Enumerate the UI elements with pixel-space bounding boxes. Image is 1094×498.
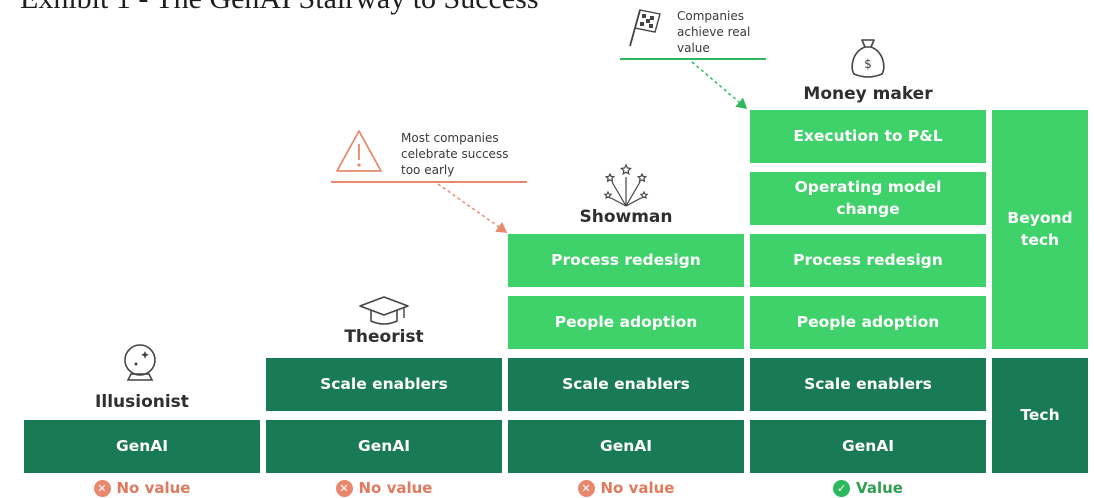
block-process-redesign: Process redesign (508, 234, 744, 287)
x-icon: ✕ (93, 479, 111, 497)
stage-label-theorist: Theorist (344, 327, 424, 347)
money-bag-icon: $ (846, 34, 890, 86)
warning-triangle-icon (334, 128, 384, 178)
block-people-adoption: People adoption (508, 296, 744, 349)
x-icon: ✕ (577, 479, 595, 497)
block-genai: GenAI (24, 420, 260, 473)
block-operating-model-change: Operating model change (750, 172, 986, 225)
block-process-redesign: Process redesign (750, 234, 986, 287)
fireworks-icon (600, 162, 652, 212)
block-genai: GenAI (750, 420, 986, 473)
block-genai: GenAI (266, 420, 502, 473)
warning-arrow (437, 183, 508, 233)
checkered-flag-icon (622, 6, 666, 54)
block-scale-enablers: Scale enablers (750, 358, 986, 411)
block-scale-enablers: Scale enablers (508, 358, 744, 411)
exhibit-title: Exhibit 1 - The GenAI Stairway to Succes… (20, 0, 539, 16)
crystal-ball-icon (118, 340, 162, 392)
goal-callout-rule (620, 58, 766, 60)
stage-label-illusionist: Illusionist (95, 392, 189, 412)
status-money-maker: ✓ Value (750, 478, 986, 498)
block-genai: GenAI (508, 420, 744, 473)
status-label: No value (116, 479, 191, 497)
status-label: No value (358, 479, 433, 497)
check-icon: ✓ (833, 479, 851, 497)
warning-callout-text: Most companies celebrate success too ear… (401, 131, 509, 178)
side-label-beyond-tech: Beyond tech (992, 110, 1088, 349)
stage-label-money-maker: Money maker (803, 84, 933, 104)
warning-callout-rule (331, 181, 527, 183)
graduation-cap-icon (358, 294, 410, 332)
status-label: Value (856, 479, 903, 497)
goal-callout-text: Companies achieve real value (677, 9, 751, 56)
status-illusionist: ✕ No value (24, 478, 260, 498)
status-label: No value (600, 479, 675, 497)
block-people-adoption: People adoption (750, 296, 986, 349)
svg-text:$: $ (864, 57, 872, 71)
x-icon: ✕ (335, 479, 353, 497)
side-label-tech: Tech (992, 358, 1088, 473)
goal-arrow (691, 61, 748, 109)
stage-label-showman: Showman (579, 207, 673, 227)
status-theorist: ✕ No value (266, 478, 502, 498)
status-showman: ✕ No value (508, 478, 744, 498)
block-scale-enablers: Scale enablers (266, 358, 502, 411)
block-execution-to-pl: Execution to P&L (750, 110, 986, 163)
